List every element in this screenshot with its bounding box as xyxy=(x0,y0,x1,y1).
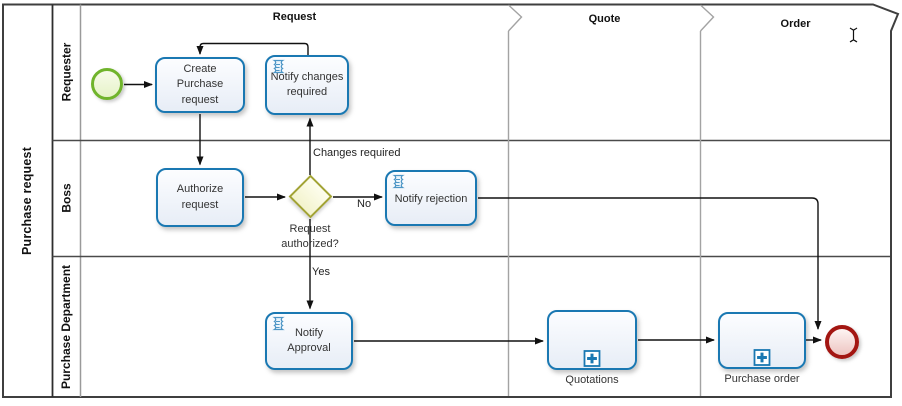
phase-header-request[interactable]: Request xyxy=(272,11,317,23)
phase-header-quote[interactable]: Quote xyxy=(588,13,621,25)
flow-rejection-to-end[interactable] xyxy=(478,197,822,330)
end-event[interactable] xyxy=(825,325,859,359)
task-notify-changes-required[interactable]: Notify changes required xyxy=(265,55,349,115)
task-authorize-request[interactable]: Authorize request xyxy=(156,168,244,227)
task-notify-rejection[interactable]: Notify rejection xyxy=(385,170,477,226)
subprocess-purchase-order[interactable] xyxy=(718,312,806,369)
task-notify-approval[interactable]: Notify Approval xyxy=(265,312,353,370)
phase-chevron-2 xyxy=(699,4,715,32)
task-label: Notify changes required xyxy=(270,70,344,98)
task-label: Authorize request xyxy=(176,183,224,211)
task-create-purchase-request[interactable]: Create Purchase request xyxy=(155,57,245,113)
subprocess-label-purchase-order: Purchase order xyxy=(724,373,800,385)
task-label: Notify rejection xyxy=(394,193,468,206)
subprocess-quotations[interactable] xyxy=(547,310,637,370)
phase-header-order[interactable]: Order xyxy=(780,18,811,30)
flow-label-no: No xyxy=(357,198,372,210)
start-event[interactable] xyxy=(91,68,123,100)
script-icon xyxy=(392,174,405,189)
flow-label-yes: Yes xyxy=(312,266,330,278)
task-label: Create Purchase request xyxy=(176,62,224,106)
subprocess-label-quotations: Quotations xyxy=(565,374,619,386)
script-icon xyxy=(272,59,285,74)
subprocess-plus-icon[interactable] xyxy=(583,350,601,367)
task-label: Notify Approval xyxy=(287,326,331,354)
flow-notify-changes-to-create[interactable] xyxy=(196,42,309,56)
phase-chevron-1 xyxy=(507,4,523,32)
script-icon xyxy=(272,316,285,331)
flow-label-changes-required: Changes required xyxy=(313,147,401,159)
subprocess-plus-icon[interactable] xyxy=(753,349,771,366)
pool-border[interactable] xyxy=(2,3,900,398)
text-cursor-ibeam xyxy=(849,27,858,43)
